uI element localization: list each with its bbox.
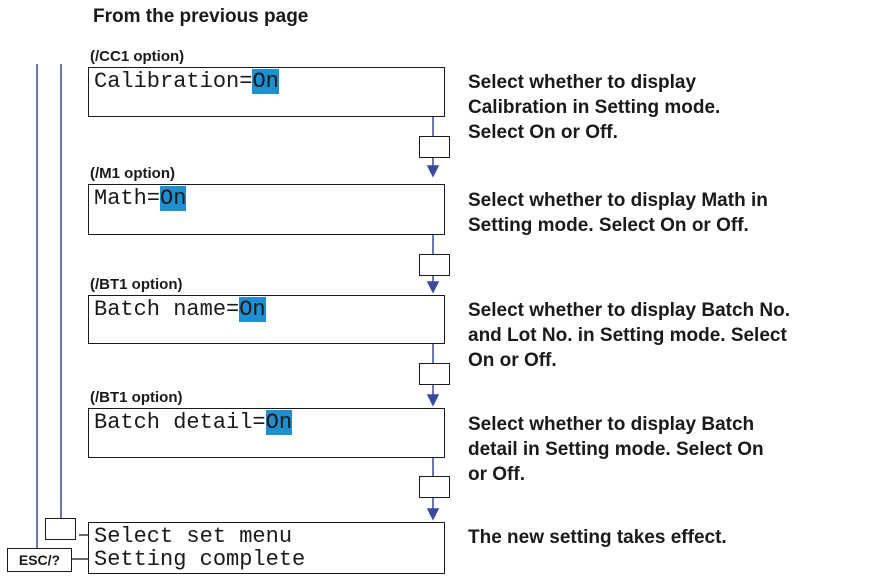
option-label-m1: (/M1 option) (90, 165, 175, 182)
lcd-selected-value: On (160, 186, 187, 211)
description-line: Select whether to display (468, 72, 697, 93)
lcd-text: Calibration= (94, 69, 253, 94)
option-label-bt1: (/BT1 option) (90, 276, 183, 293)
esc-key: ESC/? (7, 548, 72, 572)
description-line: or Off. (468, 464, 525, 485)
enter-key-icon (419, 254, 450, 276)
lcd-batch-detail: Batch detail=On (88, 408, 445, 458)
description-final: The new setting takes effect. (468, 527, 727, 548)
description-line: detail in Setting mode. Select On (468, 439, 764, 460)
description-line: and Lot No. in Setting mode. Select (468, 325, 787, 346)
lcd-line-1: Select set menu (94, 524, 293, 549)
description-line: Calibration in Setting mode. (468, 97, 721, 118)
description-math: Select whether to display Math in Settin… (468, 188, 768, 238)
lcd-batch-name: Batch name=On (88, 295, 445, 344)
enter-key-icon (419, 476, 450, 498)
lcd-selected-value: On (265, 410, 293, 435)
option-label-cc1: (/CC1 option) (90, 48, 185, 65)
lcd-selected-value: On (252, 69, 279, 94)
enter-key-icon (419, 136, 450, 158)
enter-key-icon (45, 518, 76, 540)
lcd-text: Batch detail= (94, 410, 266, 435)
description-batch-name: Select whether to display Batch No. and … (468, 298, 790, 373)
description-line: Select whether to display Batch (468, 414, 755, 435)
description-line: Select On or Off. (468, 122, 618, 143)
description-batch-detail: Select whether to display Batch detail i… (468, 412, 764, 487)
lcd-text: Math= (94, 186, 161, 211)
lcd-selected-value: On (239, 297, 266, 322)
description-line: Select whether to display Batch No. (468, 300, 791, 321)
description-calibration: Select whether to display Calibration in… (468, 70, 720, 145)
description-line: On or Off. (468, 350, 557, 371)
enter-key-icon (419, 363, 450, 385)
lcd-calibration: Calibration=On (88, 67, 445, 117)
description-line: Select whether to display Math in (468, 190, 768, 211)
lcd-text: Batch name= (94, 297, 240, 322)
lcd-line-2: Setting complete (94, 547, 306, 572)
description-line: Setting mode. Select On or Off. (468, 215, 749, 236)
lcd-math: Math=On (88, 184, 445, 235)
header-from-previous-page: From the previous page (93, 6, 309, 27)
option-label-bt1: (/BT1 option) (90, 389, 183, 406)
